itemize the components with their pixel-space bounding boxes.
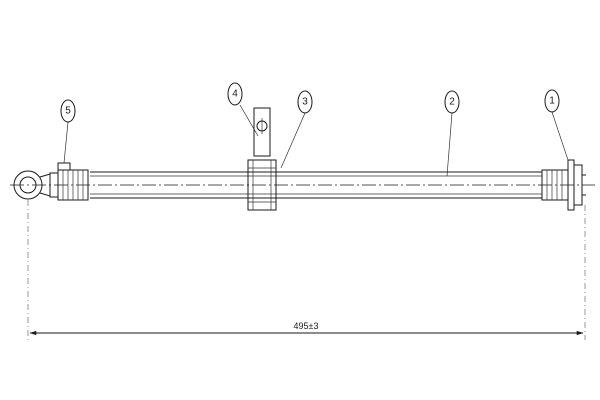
callout-4: 4 bbox=[227, 82, 243, 106]
callout-5: 5 bbox=[60, 99, 76, 123]
leader-line-1 bbox=[551, 111, 569, 161]
callout-2: 2 bbox=[444, 90, 460, 114]
callout-4-label: 4 bbox=[232, 89, 238, 100]
mounting-bracket bbox=[247, 107, 277, 211]
callout-3: 3 bbox=[297, 90, 313, 114]
callout-1: 1 bbox=[544, 89, 560, 113]
hose-body bbox=[90, 171, 542, 199]
leader-line-4 bbox=[239, 104, 259, 137]
callout-2-label: 2 bbox=[449, 97, 455, 108]
right-fitting bbox=[541, 159, 586, 211]
leader-line-5 bbox=[63, 121, 69, 164]
left-banjo-fitting bbox=[13, 162, 89, 201]
callout-3-label: 3 bbox=[302, 97, 308, 108]
callout-5-label: 5 bbox=[65, 106, 71, 117]
dimension-text: 495±3 bbox=[294, 321, 319, 331]
callout-1-label: 1 bbox=[549, 96, 555, 107]
leader-line-3 bbox=[280, 112, 306, 169]
leader-line-2 bbox=[446, 112, 453, 177]
